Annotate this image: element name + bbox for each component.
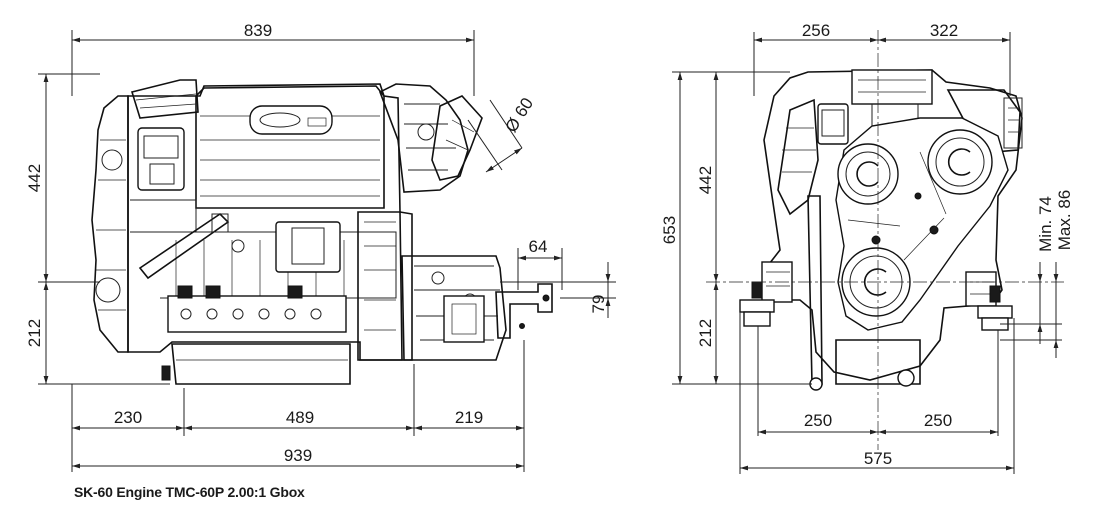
dim-front-top-left: 256	[802, 21, 830, 40]
dim-front-bottom-right: 250	[924, 411, 952, 430]
dim-front-bottom-left: 250	[804, 411, 832, 430]
dim-shaft-offset-h: 64	[529, 237, 548, 256]
front-view-engine	[739, 69, 1023, 391]
dim-side-top-length: 839	[244, 21, 272, 40]
dim-front-top-right: 322	[930, 21, 958, 40]
dim-side-bottom-seg-3: 219	[455, 408, 483, 427]
side-view-engine	[91, 79, 553, 385]
dim-pipe-diameter: Ø 60	[502, 94, 538, 135]
dim-mount-max: Max. 86	[1055, 190, 1074, 250]
dim-front-overall-width: 575	[864, 449, 892, 468]
dim-shaft-offset-v: 79	[589, 295, 608, 314]
dim-front-lower-height: 212	[696, 319, 715, 347]
dim-side-upper-height: 442	[25, 164, 44, 192]
dim-side-lower-height: 212	[25, 319, 44, 347]
dim-side-bottom-seg-1: 230	[114, 408, 142, 427]
dim-front-total-height: 653	[660, 216, 679, 244]
dim-front-upper-height: 442	[696, 166, 715, 194]
dim-side-bottom-seg-2: 489	[286, 408, 314, 427]
drawing-caption: SK-60 Engine TMC-60P 2.00:1 Gbox	[74, 484, 305, 500]
front-view-dimensions: 256 322 653 442 212 Min. 74 Max. 86 250 …	[660, 21, 1074, 474]
dim-mount-min: Min. 74	[1036, 196, 1055, 252]
dim-side-overall-length: 939	[284, 446, 312, 465]
